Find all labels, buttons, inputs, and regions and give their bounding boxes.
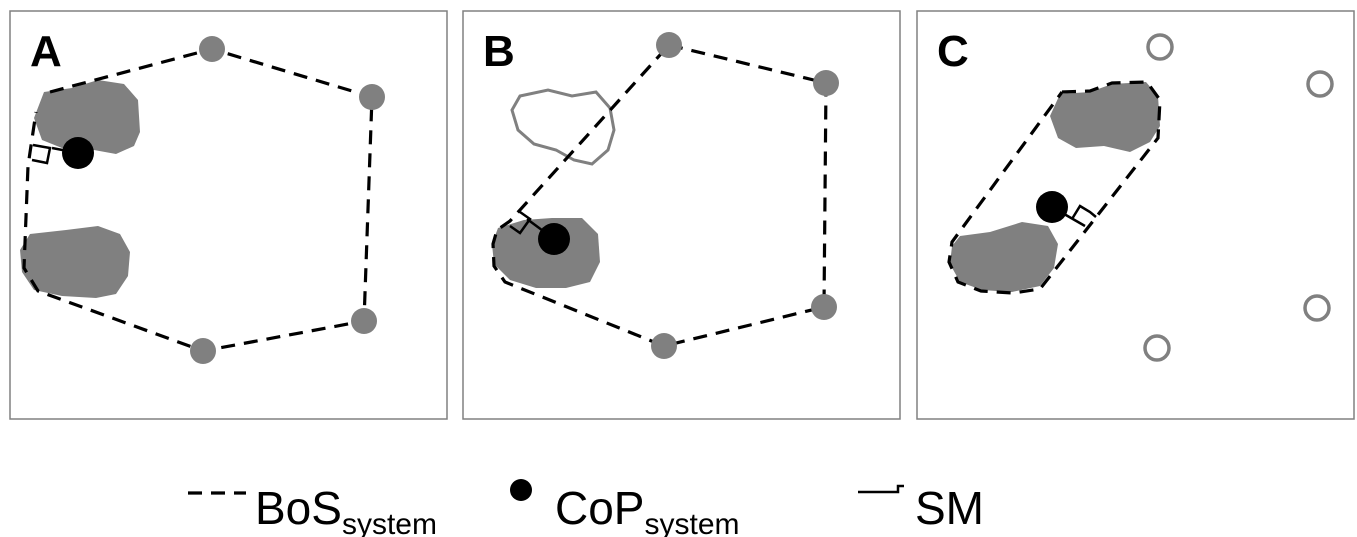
legend-cop-main: CoP [555,482,644,534]
panel-b-marker-1 [656,32,682,58]
panel-a-label: A [30,27,62,76]
legend-sm-label: SM [915,482,984,534]
legend-cop-sub: system [644,508,739,537]
panel-b-cop [538,223,570,255]
legend-cop-label: CoPsystem [555,482,740,537]
panel-b: B [462,10,901,420]
panel-b-foot-lifted [510,88,616,166]
panel-a-marker-4 [190,338,216,364]
panel-c-frame [916,10,1355,420]
panel-a-foot-lower [20,226,130,298]
legend-bos-label: BoSsystem [255,482,437,537]
panel-a: A [9,10,448,420]
panel-c-foot-lower [950,222,1058,292]
panel-a-frame [9,10,448,420]
panel-b-frame [462,10,901,420]
legend-cop-swatch [510,479,532,501]
panel-c-foot-upper [1050,82,1160,152]
panel-c-sm-right-angle [1070,204,1097,220]
legend-bos-sub: system [342,508,437,537]
panel-a-marker-2 [359,84,385,110]
panel-b-marker-4 [651,333,677,359]
panel-c-label: C [937,27,969,76]
panel-c-bos-outline [947,80,1162,295]
panel-a-marker-1 [199,36,225,62]
legend-bos-main: BoS [255,482,342,534]
panel-a-cop [62,137,94,169]
panel-b-marker-3 [811,294,837,320]
panel-b-bos-outline [491,43,828,348]
legend-item-sm: SM [858,482,984,534]
panel-b-label: B [483,27,515,76]
panel-c-marker-1 [1146,33,1174,61]
legend-item-cop: CoPsystem [510,479,740,537]
panel-b-sm-right-angle [509,210,532,235]
panel-a-sm-right-angle [31,143,52,165]
panel-c-marker-3 [1303,294,1331,322]
legend-sm-swatch [858,484,904,494]
panel-b-foot-stance [492,218,600,288]
panel-c: C [916,10,1355,420]
panel-b-marker-2 [813,70,839,96]
legend-item-bos: BoSsystem [188,482,437,537]
panel-c-marker-2 [1306,70,1334,98]
panel-a-foot-upper [34,80,140,154]
legend: BoSsystem CoPsystem SM [188,479,984,537]
panel-c-marker-4 [1143,334,1171,362]
panel-c-cop [1036,191,1068,223]
panel-a-marker-3 [351,308,377,334]
